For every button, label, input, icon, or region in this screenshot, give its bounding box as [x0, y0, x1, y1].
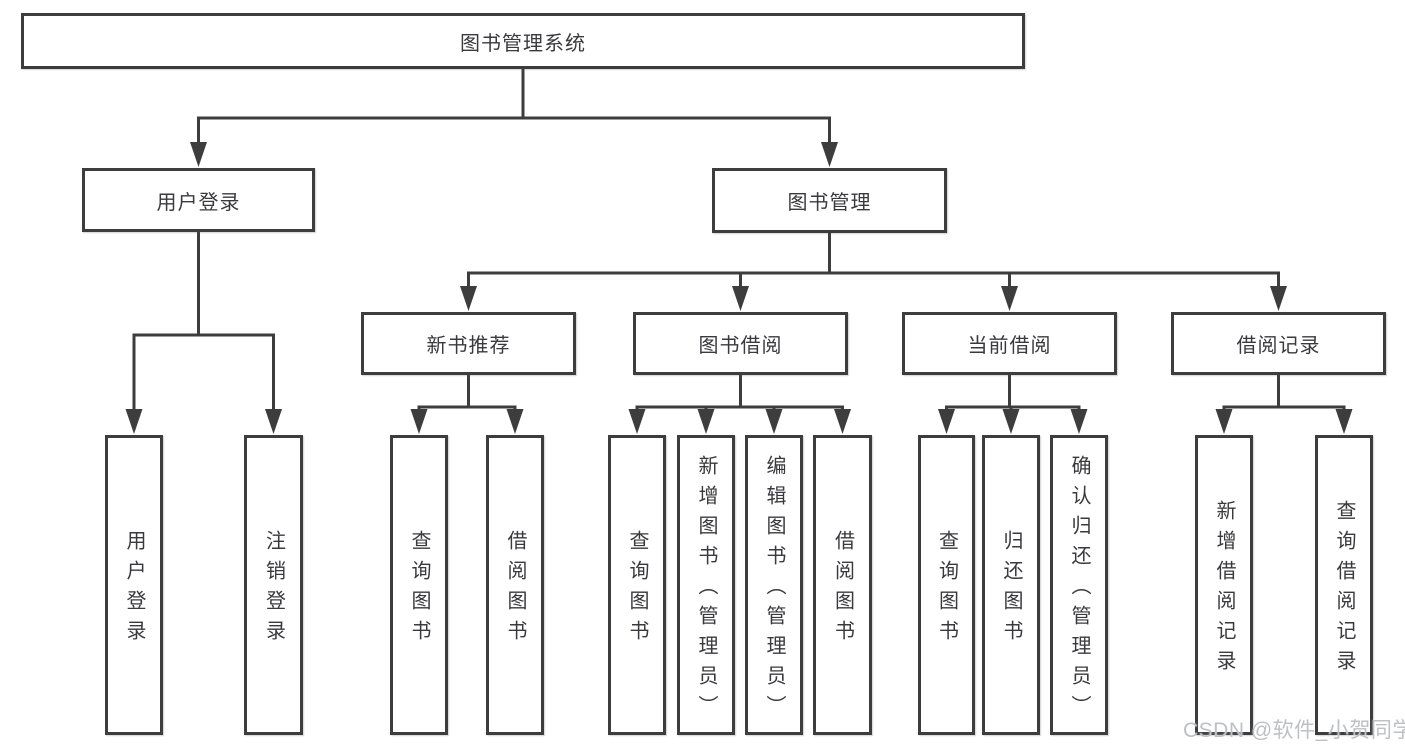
node-bookmgmt: 图书管理 — [712, 168, 947, 233]
node-label-cur-query: 查询图书 — [935, 530, 958, 650]
node-current: 当前借阅 — [902, 312, 1117, 375]
node-cur-confirm: 确认归还（管理员） — [1050, 435, 1108, 735]
node-rec-add: 新增借阅记录 — [1195, 435, 1253, 735]
node-userlogin: 用户登录 — [105, 435, 163, 735]
node-label-root: 图书管理系统 — [460, 32, 586, 55]
node-bw-add: 新增图书（管理员） — [677, 435, 735, 735]
node-newbook: 新书推荐 — [361, 312, 576, 375]
node-label-logout: 注销登录 — [262, 530, 285, 650]
node-label-newbook: 新书推荐 — [426, 335, 511, 357]
node-label-login: 用户登录 — [156, 191, 241, 214]
node-nb-query: 查询图书 — [390, 435, 448, 735]
node-bw-edit: 编辑图书（管理员） — [745, 435, 803, 735]
csdn-watermark: CSDN @软件_小贺同学 — [1183, 719, 1405, 742]
node-borrow: 图书借阅 — [633, 312, 848, 375]
node-rec-query: 查询借阅记录 — [1315, 435, 1373, 735]
node-label-rec-query: 查询借阅记录 — [1333, 500, 1355, 680]
node-label-bw-borrow: 借阅图书 — [831, 530, 854, 650]
node-label-nb-borrow: 借阅图书 — [504, 530, 526, 650]
node-bw-borrow: 借阅图书 — [813, 435, 872, 735]
node-bw-query: 查询图书 — [608, 435, 666, 735]
node-label-nb-query: 查询图书 — [408, 530, 430, 650]
node-label-bw-edit: 编辑图书（管理员） — [763, 455, 785, 725]
node-label-bookmgmt: 图书管理 — [787, 192, 872, 214]
node-cur-query: 查询图书 — [918, 435, 975, 735]
node-label-records: 借阅记录 — [1236, 335, 1321, 357]
node-logout: 注销登录 — [244, 435, 303, 735]
node-label-rec-add: 新增借阅记录 — [1213, 500, 1235, 680]
node-label-cur-return: 归还图书 — [1000, 530, 1022, 650]
node-label-userlogin: 用户登录 — [123, 530, 145, 650]
node-label-cur-confirm: 确认归还（管理员） — [1068, 455, 1090, 725]
node-label-bw-query: 查询图书 — [626, 530, 648, 650]
node-root: 图书管理系统 — [21, 13, 1025, 69]
node-label-borrow: 图书借阅 — [698, 335, 783, 357]
node-nb-borrow: 借阅图书 — [486, 435, 544, 735]
node-label-bw-add: 新增图书（管理员） — [695, 455, 717, 725]
node-login: 用户登录 — [82, 168, 315, 232]
node-records: 借阅记录 — [1171, 312, 1386, 375]
node-label-current: 当前借阅 — [967, 335, 1052, 357]
node-cur-return: 归还图书 — [982, 435, 1040, 735]
